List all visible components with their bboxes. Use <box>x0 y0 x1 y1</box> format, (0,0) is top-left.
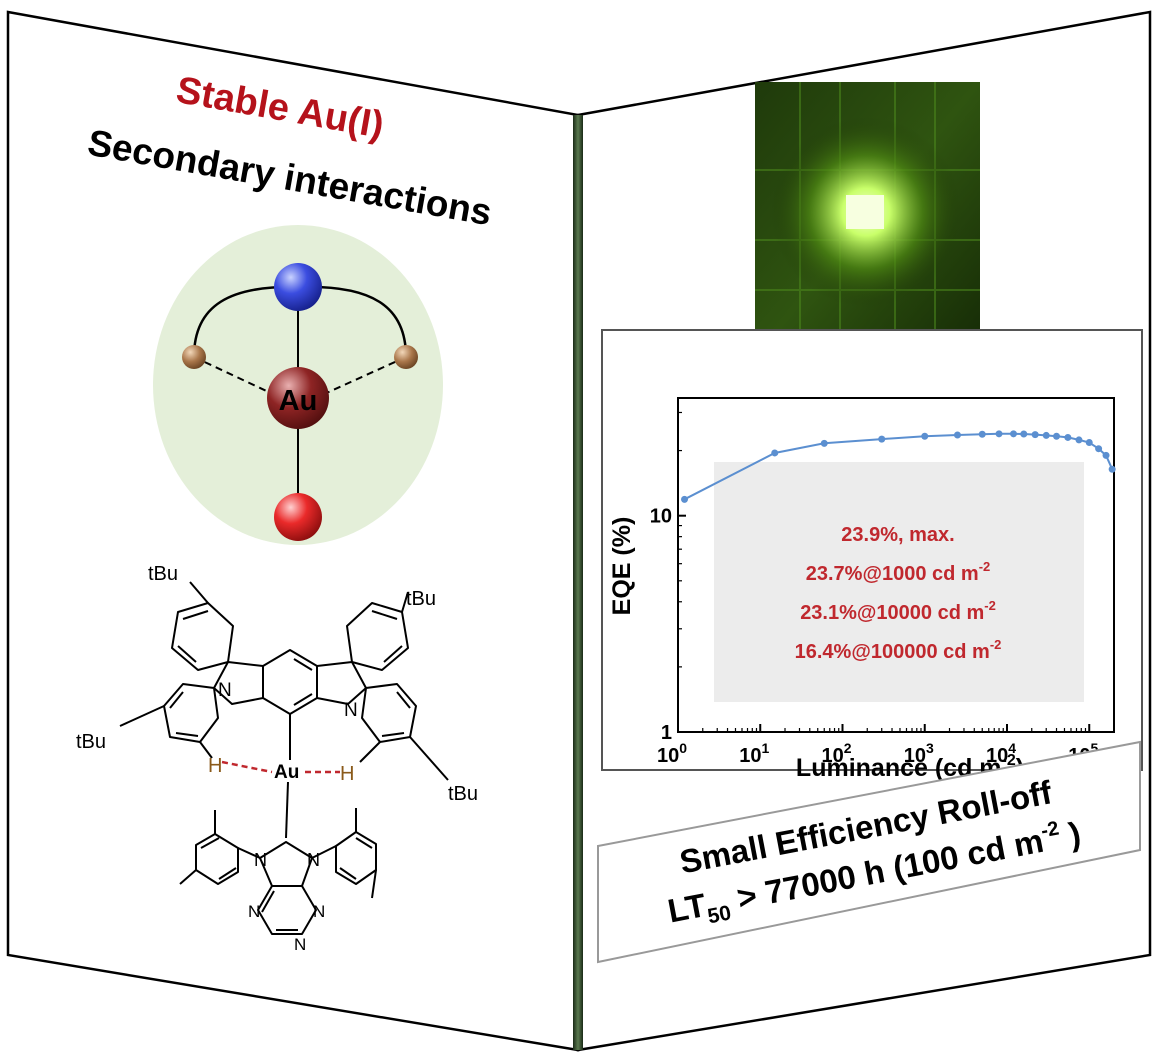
eqe-point-10 <box>1031 431 1039 439</box>
tbu-label-top-right: tBu <box>406 588 436 610</box>
chemical-structure <box>119 581 449 935</box>
y-axis-ticks: 1 10 <box>650 411 686 744</box>
y-axis-label: EQE (%) <box>608 517 636 616</box>
cartoon-au-label: Au <box>279 385 318 417</box>
eqe-point-13 <box>1064 433 1072 441</box>
au-structure-label: Au <box>274 762 299 783</box>
chart-annotation-box <box>714 462 1084 702</box>
annotation-1: 23.7%@1000 cd m-2 <box>806 559 991 585</box>
eqe-point-4 <box>921 432 929 440</box>
x-tick-label-1: 101 <box>739 740 769 767</box>
h-label-left: H <box>208 755 222 777</box>
eqe-point-11 <box>1042 431 1050 439</box>
eqe-point-17 <box>1102 451 1110 459</box>
eqe-point-9 <box>1020 430 1028 438</box>
eqe-point-5 <box>953 431 961 439</box>
tbu-label-top-left: tBu <box>148 563 178 585</box>
chart-annotations: 23.9%, max. 23.7%@1000 cd m-2 23.1%@10000 … <box>795 524 1002 663</box>
n-label-left: N <box>218 680 232 701</box>
x-tick-label-4: 104 <box>986 740 1016 767</box>
lt-prefix: LT <box>665 886 709 929</box>
eqe-point-2 <box>820 439 828 447</box>
lt-subscript: 50 <box>706 901 733 928</box>
cartoon-arc-right <box>299 285 408 358</box>
chart-plot-area <box>677 397 1115 733</box>
eqe-point-3 <box>878 435 886 443</box>
annotation-2: 23.1%@10000 cd m-2 <box>800 598 996 624</box>
y-tick-label-0: 1 <box>661 722 672 744</box>
eqe-point-14 <box>1075 436 1083 444</box>
x-tick-label-3: 103 <box>904 740 934 767</box>
n-carbene-left-label: N <box>254 850 267 870</box>
h-label-right: H <box>340 763 354 785</box>
eqe-point-7 <box>995 430 1003 438</box>
x-tick-label-0: 100 <box>657 740 687 767</box>
n-label-right: N <box>344 700 358 721</box>
cartoon-gold-atom <box>267 367 329 429</box>
eqe-point-15 <box>1085 438 1093 446</box>
eqe-point-16 <box>1095 445 1103 453</box>
cartoon-blue-atom <box>274 263 322 311</box>
annotation-0: 23.9%, max. <box>841 524 954 546</box>
eqe-point-8 <box>1010 430 1018 438</box>
x-tick-label-2: 102 <box>821 740 851 767</box>
eqe-series <box>681 430 1116 503</box>
n-pyrazine-3-label: N <box>294 935 306 954</box>
summary-box <box>597 740 1141 964</box>
cartoon-brown-atom-left <box>182 345 206 369</box>
cartoon-dash-left <box>193 356 276 396</box>
n-carbene-right-label: N <box>307 850 320 870</box>
cartoon-brown-atom-right <box>394 345 418 369</box>
eqe-chart: 100101102103104105 110 23.9%, max.23.7%@… <box>608 397 1116 782</box>
eqe-point-0 <box>681 495 689 503</box>
n-pyrazine-1-label: N <box>248 902 260 921</box>
cartoon-red-atom <box>274 493 322 541</box>
book-spine <box>573 115 583 1050</box>
lt-superscript: -2 <box>1039 817 1061 842</box>
structure-labels: tBu tBu tBu tBu N N H H Au N N N N N <box>76 563 478 954</box>
n-pyrazine-2-label: N <box>313 902 325 921</box>
eqe-point-12 <box>1053 432 1061 440</box>
annotation-3: 16.4%@100000 cd m-2 <box>795 637 1002 663</box>
y-tick-label-1: 10 <box>650 506 672 528</box>
eqe-point-1 <box>771 449 779 457</box>
tbu-label-left: tBu <box>76 731 106 753</box>
oled-device-photo <box>755 82 980 357</box>
cartoon-dash-right <box>321 356 407 396</box>
tbu-label-right: tBu <box>448 783 478 805</box>
eqe-point-18 <box>1108 465 1116 473</box>
coordination-cartoon: Au <box>153 225 443 545</box>
eqe-point-6 <box>978 430 986 438</box>
